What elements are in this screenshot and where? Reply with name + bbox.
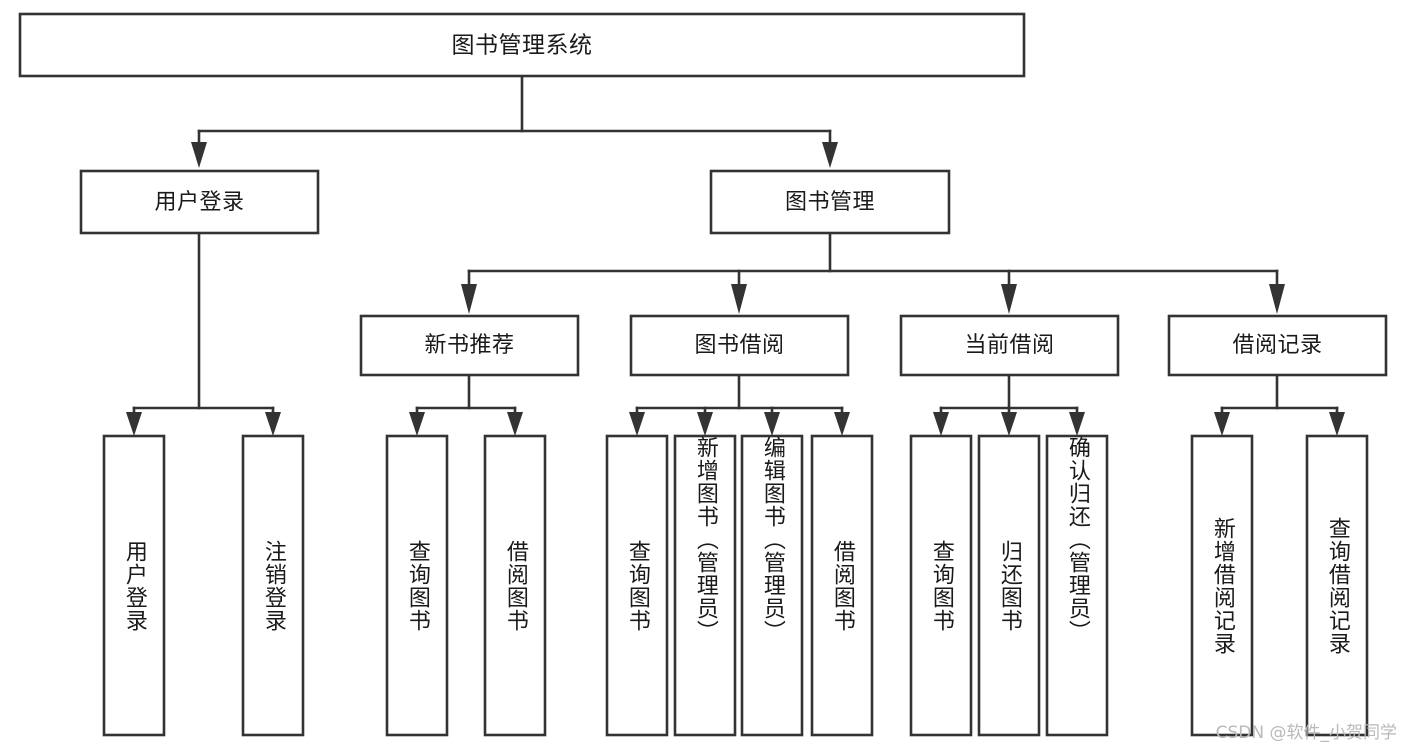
node-book-borrow-box[interactable]	[629, 314, 850, 377]
node-leaf-user-login-box[interactable]	[102, 434, 166, 737]
arrowhead-leaf-borrow-book-2	[834, 412, 850, 436]
arrowhead-leaf-edit-book	[764, 412, 780, 436]
arrowhead-leaf-logout	[265, 412, 281, 436]
arrowhead-leaf-query-book-3	[933, 412, 949, 436]
node-leaf-query-book-1-box[interactable]	[385, 434, 449, 737]
node-borrow-record-box[interactable]	[1167, 314, 1388, 377]
arrowhead-leaf-confirm-return	[1069, 412, 1085, 436]
arrowhead-borrowrecord	[1269, 284, 1285, 314]
node-leaf-query-book-2-box[interactable]	[605, 434, 669, 737]
node-book-borrow-label: 图书借阅	[694, 333, 784, 358]
node-leaf-add-record-box[interactable]	[1190, 434, 1254, 737]
arrowhead-leaf-query-book-2	[629, 412, 645, 436]
arrowhead-leaf-return-book	[1001, 412, 1017, 436]
node-root-label: 图书管理系统	[452, 33, 593, 59]
node-leaf-query-book-3-box[interactable]	[909, 434, 973, 737]
node-leaf-return-book-box[interactable]	[977, 434, 1041, 737]
arrowhead-leaf-query-record	[1329, 412, 1345, 436]
node-leaf-borrow-book-2-box[interactable]	[810, 434, 874, 737]
arrowhead-leaf-borrow-book-1	[507, 412, 523, 436]
node-user-login-box[interactable]	[79, 169, 320, 235]
arrowhead-currentborrow	[1001, 284, 1017, 314]
node-current-borrow-box[interactable]	[899, 314, 1120, 377]
node-book-management-label: 图书管理	[785, 190, 875, 215]
arrowhead-leaf-user-login	[126, 412, 142, 436]
node-book-management-box[interactable]	[709, 169, 951, 235]
node-new-book-recommend-box[interactable]	[359, 314, 580, 377]
node-leaf-query-record-box[interactable]	[1305, 434, 1369, 737]
node-leaf-logout-box[interactable]	[241, 434, 305, 737]
node-leaf-edit-book-box[interactable]	[740, 434, 804, 737]
node-leaf-confirm-return-box[interactable]	[1045, 434, 1109, 737]
node-current-borrow-label: 当前借阅	[964, 333, 1054, 358]
arrowhead-userlogin	[191, 142, 207, 168]
arrowhead-newbook	[461, 284, 477, 314]
node-layer: 图书管理系统 用户登录 图书管理 新书推荐 图书借阅 当前借阅 借阅记录	[18, 12, 1388, 737]
arrowhead-leaf-add-book	[697, 412, 713, 436]
watermark-text: CSDN @软件_小贺同学	[1215, 723, 1397, 743]
arrowhead-bookborrow	[731, 284, 747, 314]
node-root-box[interactable]	[18, 12, 1026, 78]
node-borrow-record-label: 借阅记录	[1232, 333, 1322, 358]
node-leaf-borrow-book-1-box[interactable]	[483, 434, 547, 737]
node-user-login-label: 用户登录	[154, 190, 244, 215]
node-new-book-recommend-label: 新书推荐	[424, 333, 514, 358]
node-leaf-add-book-box[interactable]	[673, 434, 737, 737]
arrowhead-leaf-query-book-1	[409, 412, 425, 436]
arrowhead-bookmgmt	[822, 142, 838, 168]
connector-layer	[126, 74, 1345, 436]
arrowhead-leaf-add-record	[1214, 412, 1230, 436]
